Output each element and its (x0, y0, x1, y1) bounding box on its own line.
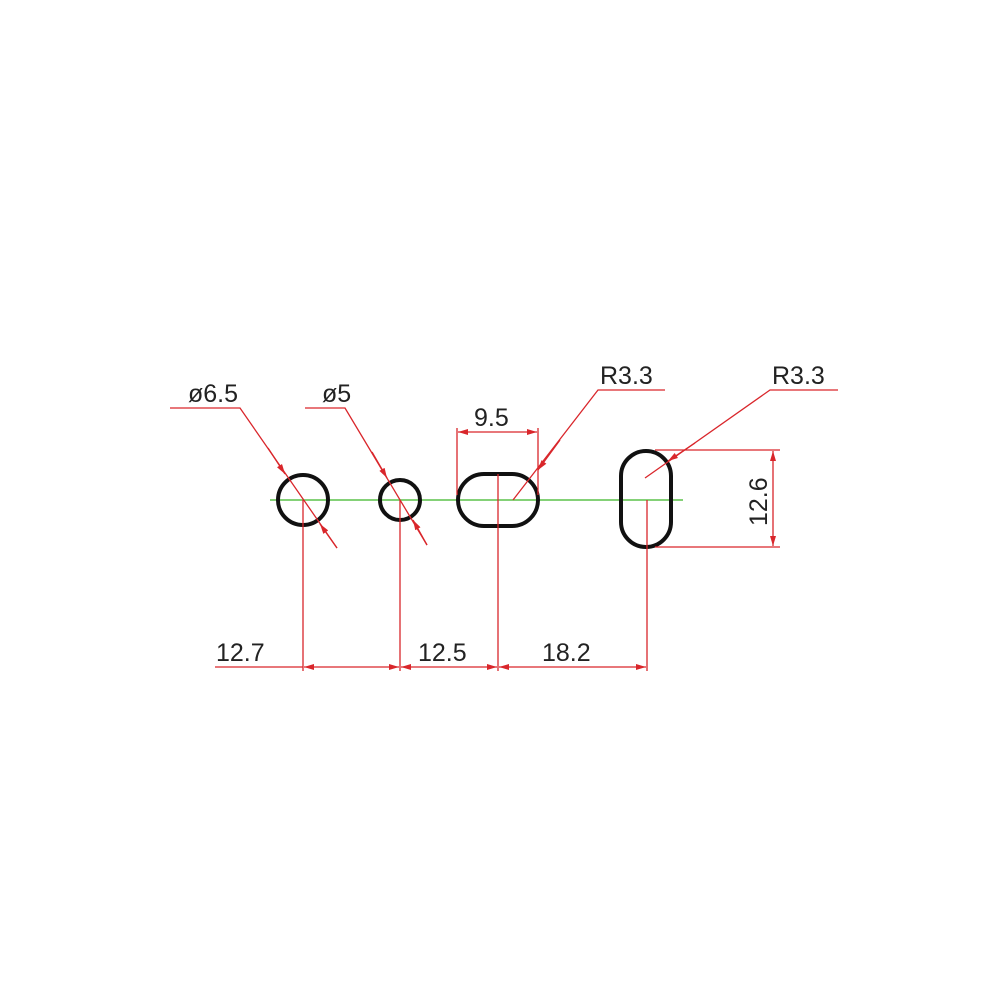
leader-hole2 (305, 407, 428, 546)
leader-slot2-radius (644, 389, 838, 479)
label-slot1-width: 9.5 (474, 404, 509, 432)
label-offset2: 12.5 (418, 639, 467, 667)
leader-hole1 (170, 407, 338, 549)
label-offset3: 18.2 (542, 639, 591, 667)
label-offset1: 12.7 (216, 639, 265, 667)
label-slot2-height: 12.6 (745, 477, 773, 526)
label-slot1-radius: R3.3 (600, 362, 653, 390)
leader-slot1-radius (512, 389, 665, 501)
slot-vertical (619, 449, 673, 549)
label-slot2-radius: R3.3 (772, 362, 825, 390)
label-hole2-diameter: ø5 (322, 380, 351, 408)
label-hole1-diameter: ø6.5 (188, 380, 238, 408)
